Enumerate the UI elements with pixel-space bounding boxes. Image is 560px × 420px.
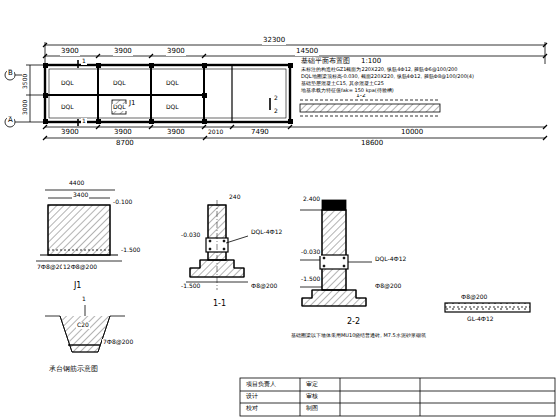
drawing-label: DQL地圈梁顶标高-0.030, 截面220X220, 纵筋4Ф12, 箍筋Ф8… [300, 74, 475, 80]
drawing-label: -0.100 [112, 199, 133, 206]
drawing-label: 1:100 [360, 58, 382, 66]
drawing-label: 3900 [113, 48, 133, 56]
drawing-label: 1-1 [212, 300, 227, 309]
drawing-label: 2010 [207, 129, 224, 136]
drawing-label: 3900 [113, 129, 133, 137]
drawing-label: 3900 [60, 48, 80, 56]
drawing-label: 32300 [262, 37, 286, 45]
drawing-label: 审核 [305, 393, 319, 400]
drawing-label: A [7, 117, 14, 125]
drawing-label: 1 [81, 58, 87, 65]
drawing-label: DQL [165, 104, 180, 111]
drawing-label: -1.500 [180, 283, 201, 290]
drawing-label: B [7, 70, 14, 78]
drawing-label: 3900 [166, 48, 186, 56]
plan [5, 42, 547, 140]
drawing-label: DQL [60, 80, 75, 87]
drawing-label: 8700 [115, 140, 135, 148]
drawing-label: 1 [81, 296, 87, 303]
drawing-label: 7Ф8@200 [102, 339, 134, 346]
drawing-label: 设计 [245, 393, 259, 400]
drawing-label: -1.500 [120, 247, 141, 254]
drawing-label: 基础垫层混凝土C15, 其余混凝土C25 [300, 81, 385, 87]
drawing-label: C20 [76, 322, 90, 329]
drawing-label: 3900 [166, 129, 186, 137]
drawing-label: 7490 [250, 129, 270, 137]
drawing-label: 承台钢筋示意图 [48, 366, 99, 374]
drawing-label: 2 [273, 95, 279, 102]
drawing-label: Ф8@200 [460, 294, 488, 301]
drawing-label: -0.030 [300, 249, 321, 256]
drawing-label: 未标注的构造柱GZ1截面为220X220, 纵筋4Ф12, 箍筋Ф6@100/2… [300, 67, 458, 73]
drawing-label: 基础圈梁以下墙体采用MU10烧结普通砖, M7.5水泥砂浆砌筑 [290, 333, 427, 339]
drawing-label: 3400 [72, 192, 89, 199]
drawing-label: 2.400 [302, 196, 321, 203]
drawing-label: 3000 [22, 99, 29, 116]
drawing-label: DQL [112, 104, 127, 111]
drawing-label: 2 [273, 108, 279, 115]
drawing-label: 12Ф8@200 [62, 264, 98, 271]
drawing-label: 4400 [68, 180, 85, 187]
drawing-label: 制图 [305, 405, 319, 412]
drawing-label: 3500 [22, 73, 29, 90]
drawing-label: 1 [81, 118, 87, 125]
drawing-label: DQL-4Ф12 [250, 229, 283, 236]
drawing-label: -0.030 [180, 232, 201, 239]
drawing-label: Ф8@200 [250, 283, 278, 290]
drawing-label: 审定 [305, 381, 319, 388]
drawing-label: 地基承载力特征值fak= 150 kpa(待验槽) [300, 88, 395, 94]
drawing-label: GL-4Ф12 [466, 316, 495, 323]
drawing-label: -1.500 [300, 276, 321, 283]
drawing-label: DQL-4Ф12 [374, 256, 407, 263]
section-details [36, 190, 555, 416]
drawing-label: J1 [73, 282, 82, 291]
drawing-label: DQL [112, 80, 127, 87]
drawing-label: J1 [128, 100, 137, 108]
drawing-label: 2-2 [346, 318, 361, 327]
drawing-label: Ф8@200 [374, 283, 402, 290]
drawing-label: 18600 [360, 140, 384, 148]
drawing-label: 14500 [295, 48, 319, 56]
drawing-label: 10000 [400, 129, 424, 137]
drawing-label: 3900 [60, 129, 80, 137]
drawing-label: 240 [228, 194, 241, 201]
drawing-label: DQL [165, 80, 180, 87]
drawing-label: 校对 [245, 405, 259, 412]
drawing-label: DQL [60, 104, 75, 111]
drawing-label: 基础平面布置图 [300, 58, 351, 66]
drawing-label: 项目负责人 [245, 381, 277, 388]
